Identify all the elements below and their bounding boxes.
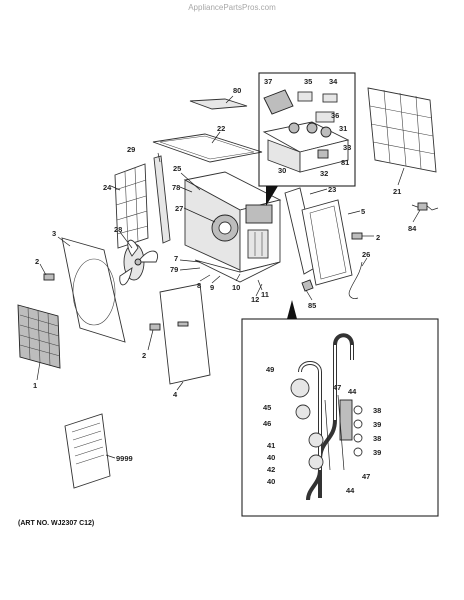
part-3-front-panel[interactable] [61,237,126,343]
callout-79[interactable]: 79 [170,265,178,274]
callout-3[interactable]: 3 [52,229,56,238]
callout-5[interactable]: 5 [361,207,365,216]
part-29-post[interactable] [153,155,171,244]
part-24-side-grille[interactable] [114,163,149,249]
part-2-clip-right[interactable] [351,232,363,240]
callout-11[interactable]: 11 [261,290,269,299]
callout-2-bottom[interactable]: 2 [142,351,146,360]
callout-37[interactable]: 37 [264,77,272,86]
callout-40-top[interactable]: 40 [267,453,275,462]
callout-80[interactable]: 80 [233,86,241,95]
callout-33[interactable]: 33 [343,143,351,152]
callout-34[interactable]: 34 [329,77,338,86]
callout-41[interactable]: 41 [267,441,275,450]
callout-24[interactable]: 24 [103,183,112,192]
part-1-front-grille[interactable] [17,304,61,369]
callout-49[interactable]: 49 [266,365,274,374]
part-21-rear-grille[interactable] [367,87,437,173]
callout-47-top[interactable]: 47 [333,383,341,392]
callout-27[interactable]: 27 [175,204,183,213]
callout-22[interactable]: 22 [217,124,225,133]
callout-7[interactable]: 7 [174,254,178,263]
callout-9999[interactable]: 9999 [116,454,133,463]
callout-35[interactable]: 35 [304,77,312,86]
callout-46[interactable]: 46 [263,419,271,428]
piping-inset [241,318,439,517]
callout-30[interactable]: 30 [278,166,286,175]
callout-45[interactable]: 45 [263,403,271,412]
callout-78[interactable]: 78 [172,183,180,192]
main-chassis[interactable] [183,171,282,283]
part-5-right-panel[interactable] [301,199,353,286]
callout-10[interactable]: 10 [232,283,240,292]
callout-8[interactable]: 8 [197,281,201,290]
callout-38-mid[interactable]: 38 [373,434,381,443]
callout-39-top[interactable]: 39 [373,420,381,429]
leader-lines [36,95,421,459]
part-84-connector[interactable] [411,202,439,211]
site-watermark: AppliancePartsPros.com [188,3,276,12]
callout-28[interactable]: 28 [114,225,122,234]
callout-85[interactable]: 85 [308,301,316,310]
part-22-top-cover[interactable] [152,133,263,163]
part-26-cable[interactable] [348,261,363,299]
callout-42[interactable]: 42 [267,465,275,474]
callout-40-bottom[interactable]: 40 [267,477,275,486]
callout-29[interactable]: 29 [127,145,135,154]
callout-31[interactable]: 31 [339,124,347,133]
part-28-fan[interactable] [119,239,158,286]
callout-81[interactable]: 81 [341,158,349,167]
part-4-access-panel[interactable] [159,283,211,385]
control-box-inset [258,72,356,187]
callout-39-bottom[interactable]: 39 [373,448,381,457]
callout-47-bottom[interactable]: 47 [362,472,370,481]
callout-21[interactable]: 21 [393,187,401,196]
callout-25[interactable]: 25 [173,164,181,173]
callout-36[interactable]: 36 [331,111,339,120]
callout-2-left[interactable]: 2 [35,257,39,266]
callout-9[interactable]: 9 [210,283,214,292]
callout-4[interactable]: 4 [173,390,178,399]
part-2-clip-bottom[interactable] [149,323,161,331]
callout-1[interactable]: 1 [33,381,37,390]
art-number: (ART NO. WJ2307 C12) [18,520,94,527]
callout-2-right[interactable]: 2 [376,233,380,242]
part-80-sheet[interactable] [189,98,248,110]
callout-32[interactable]: 32 [320,169,328,178]
callout-23[interactable]: 23 [328,185,336,194]
inset-pointer-piping [287,300,297,319]
inset-pointer-control [266,186,278,206]
callout-44-bottom[interactable]: 44 [346,486,355,495]
part-85-fitting[interactable] [301,279,314,292]
callout-38-top[interactable]: 38 [373,406,381,415]
part-2-clip-left[interactable] [43,273,55,281]
callout-84[interactable]: 84 [408,224,417,233]
part-9999-manual[interactable] [64,413,111,489]
callout-12[interactable]: 12 [251,295,259,304]
callout-44-top[interactable]: 44 [348,387,357,396]
callout-26[interactable]: 26 [362,250,370,259]
